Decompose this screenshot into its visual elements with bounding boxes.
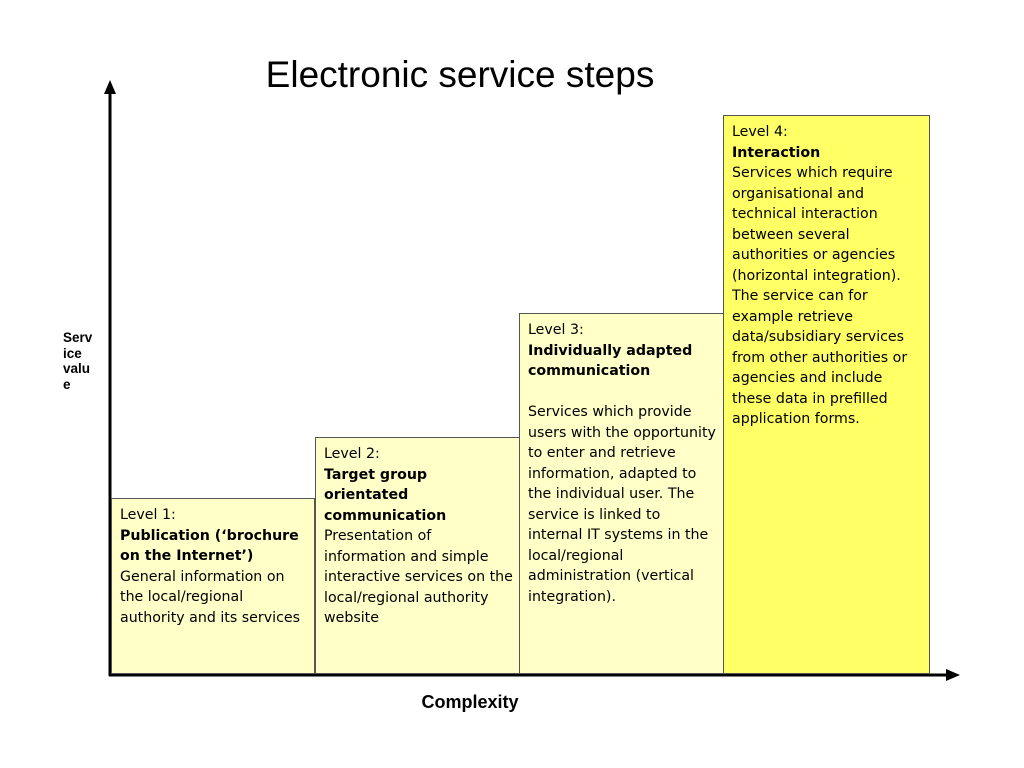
y-axis-label: Service value bbox=[63, 330, 93, 392]
level-3-number: Level 3: bbox=[528, 322, 584, 338]
level-4-name: Interaction bbox=[732, 144, 821, 161]
level-1-number: Level 1: bbox=[120, 507, 176, 523]
level-3-spacer bbox=[528, 382, 718, 403]
level-2-name: Target group orientated communication bbox=[324, 466, 447, 524]
level-1-name: Publication (‘brochure on the Internet’) bbox=[120, 527, 299, 565]
level-2-number: Level 2: bbox=[324, 446, 380, 462]
level-4-box: Level 4: Interaction Services which requ… bbox=[723, 115, 930, 674]
level-4-description-continued: The service can for example retrieve dat… bbox=[732, 288, 908, 427]
y-axis-arrow bbox=[104, 80, 116, 94]
level-4-number: Level 4: bbox=[732, 124, 788, 140]
level-3-name: Individually adapted communication bbox=[528, 342, 693, 380]
level-3-description: Services which provide users with the op… bbox=[528, 404, 716, 605]
level-1-description: General information on the local/regiona… bbox=[120, 568, 300, 626]
level-3-box: Level 3: Individually adapted communicat… bbox=[519, 313, 725, 674]
page-title: Electronic service steps bbox=[265, 54, 655, 95]
x-axis-arrow bbox=[946, 669, 960, 681]
x-axis-label: Complexity bbox=[421, 692, 519, 712]
level-4-description: Services which require organisational an… bbox=[732, 165, 901, 284]
level-2-box: Level 2: Target group orientated communi… bbox=[315, 437, 521, 674]
level-1-box: Level 1: Publication (‘brochure on the I… bbox=[111, 498, 315, 674]
level-2-description: Presentation of information and simple i… bbox=[324, 528, 513, 626]
